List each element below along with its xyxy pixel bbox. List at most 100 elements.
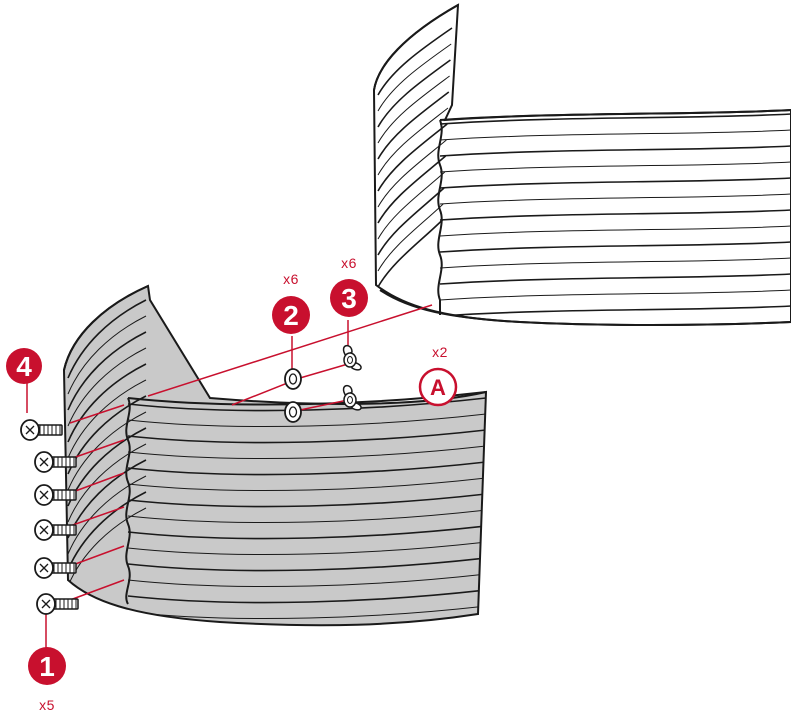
quantity-label-1: x5	[39, 697, 55, 713]
panel-back-corrugations	[377, 27, 791, 317]
panel-back-rib	[377, 203, 444, 272]
wing-nut-icon	[342, 384, 362, 411]
wing-nut-icon	[342, 344, 362, 371]
quantity-label-2: x6	[283, 271, 299, 287]
panel-back-bottom-edge	[379, 289, 791, 326]
panel-front-rib	[127, 413, 486, 428]
panel-front-rib	[127, 461, 486, 476]
callout-number-4: 4	[16, 351, 32, 382]
panel-front-rib	[67, 507, 147, 587]
callout-number-1: 1	[39, 651, 55, 682]
bolt-icon	[34, 557, 77, 579]
panel-front-rim	[63, 285, 149, 371]
panel-back-rib	[439, 257, 791, 269]
panel-front-rib	[127, 429, 486, 444]
panel-back-rib	[439, 145, 791, 157]
bolt-icon	[34, 451, 77, 473]
callout-badge-3	[330, 279, 368, 317]
washer-icon	[284, 368, 302, 390]
panel-front-rib	[67, 347, 147, 427]
panel-back-rib	[439, 177, 791, 189]
bolt-icon	[34, 484, 77, 506]
panel-back-rib	[439, 129, 791, 141]
leader-lines	[26, 304, 433, 648]
panel-back-top-rim	[373, 4, 459, 91]
panel-back-rib	[377, 187, 445, 256]
callout-part-1: 1 x5	[28, 647, 66, 713]
callout-part-4: 4	[6, 348, 42, 384]
callout-badge-1	[28, 647, 66, 685]
panel-front-rib	[67, 443, 147, 523]
washer-hole	[288, 406, 298, 418]
panel-front-rib	[67, 315, 147, 395]
panel-back-rib	[439, 225, 791, 237]
quantity-label-3: x6	[341, 255, 357, 271]
panel-back-rib	[439, 161, 791, 173]
panel-back-rib	[377, 219, 443, 288]
bolt-icon	[36, 593, 79, 615]
panel-letter: A	[430, 375, 446, 400]
panel-front-rib	[127, 605, 486, 620]
panel-back-rib	[377, 91, 450, 160]
panel-back-rib	[377, 27, 453, 96]
hardware	[20, 344, 362, 615]
panel-front-rib	[67, 475, 147, 555]
panel-back-rib	[377, 155, 447, 224]
panel-front-rib	[67, 411, 147, 491]
panel-back-rib	[439, 241, 791, 253]
panel-front-rib	[127, 525, 486, 540]
panel-back-seam	[437, 119, 443, 315]
panel-front-rib	[127, 493, 486, 508]
bolt-slot	[39, 563, 49, 573]
panel-front	[62, 284, 488, 627]
wing-nut-hole	[347, 396, 353, 404]
panel-front-rib	[127, 445, 486, 460]
bolt-slot	[41, 599, 51, 609]
bolt-icon	[34, 519, 77, 541]
panel-back-rib	[439, 305, 791, 317]
panel-front-rib	[67, 363, 147, 443]
callout-badge-4	[6, 348, 42, 384]
callout-number-2: 2	[283, 300, 299, 331]
panel-back-rib	[377, 59, 451, 128]
panel-front-rib	[67, 331, 147, 411]
panel-back-top-edge	[439, 109, 791, 121]
washer-hole	[288, 373, 298, 385]
panel-front-rib	[127, 573, 486, 588]
panel-back-rib	[377, 75, 450, 144]
panel-front-rib	[127, 557, 486, 572]
panel-back-rib	[377, 107, 449, 176]
wing-nut-wing	[342, 384, 353, 398]
panel-front-rib	[67, 491, 147, 571]
panel-front-seam	[125, 397, 131, 605]
bolt-icon	[20, 419, 63, 441]
callout-badge-2	[272, 296, 310, 334]
panel-back-rib	[377, 123, 448, 192]
panel-front-rib	[67, 299, 147, 379]
bolt-slot	[39, 490, 49, 500]
panel-back-inner-surface	[372, 3, 791, 326]
panel-back-rib	[439, 289, 791, 301]
bolt-slot	[39, 457, 49, 467]
bolt-slot	[25, 425, 35, 435]
wing-nut-wing	[342, 344, 353, 358]
panel-back-rib	[377, 171, 446, 240]
panel-front-rib	[127, 509, 486, 524]
panel-front-surface	[62, 284, 488, 627]
panel-front-rib	[127, 541, 486, 556]
wing-nut-hole	[347, 356, 353, 364]
panel-front-rib	[127, 477, 486, 492]
panel-back-rib	[439, 273, 791, 285]
panel-letter-ring	[418, 367, 458, 407]
panel-back-rib	[439, 113, 791, 125]
callout-number-3: 3	[341, 283, 357, 314]
panel-back-rib	[439, 209, 791, 221]
callout-part-2: x6 2	[272, 271, 310, 334]
panel-back-rib	[439, 193, 791, 205]
bolt-slot	[39, 525, 49, 535]
quantity-label-panel: x2	[432, 344, 448, 360]
panel-back	[372, 3, 791, 326]
panel-front-rib	[127, 589, 486, 604]
